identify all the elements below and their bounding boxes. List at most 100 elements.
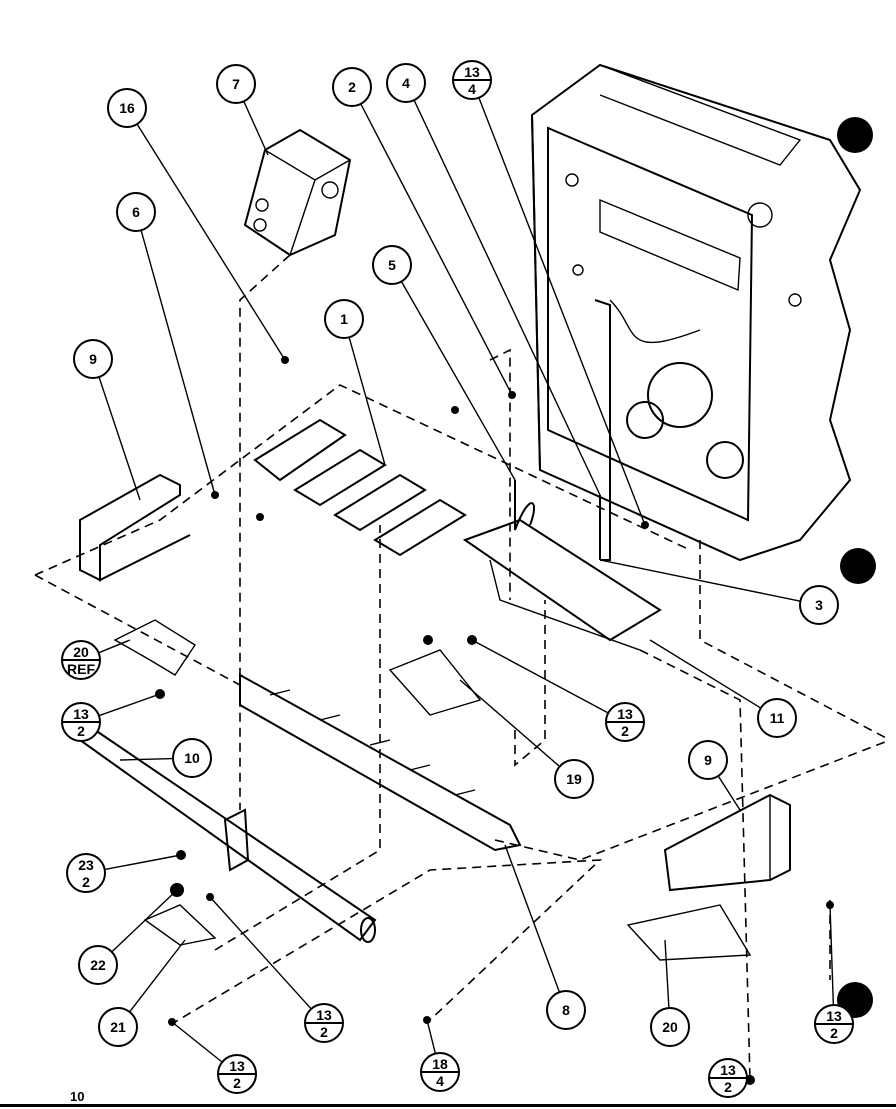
leader-line (471, 639, 609, 714)
callout-numerator: 23 (78, 857, 94, 873)
callout-number: 9 (89, 351, 97, 367)
callout-numerator: 13 (229, 1058, 245, 1074)
callout-circle (650, 1007, 690, 1047)
leader-line (140, 230, 216, 496)
leader-line (599, 559, 801, 602)
callout-13-2-a: 132 (61, 693, 161, 742)
leader-line (348, 337, 386, 466)
callout-circle (116, 192, 156, 232)
leader-line (98, 376, 141, 501)
callout-circle (546, 990, 586, 1030)
leader-line (171, 1021, 223, 1063)
callout-8: 8 (504, 844, 586, 1030)
leader-line (136, 123, 286, 361)
reference-dots (837, 117, 876, 1018)
callout-circle (107, 88, 147, 128)
callout-number: 19 (566, 771, 582, 787)
callout-number: 5 (388, 257, 396, 273)
callout-number: 2 (348, 79, 356, 95)
callout-number: 8 (562, 1002, 570, 1018)
callout-circle (757, 698, 797, 738)
callout-denominator: 2 (77, 723, 85, 739)
dispenser-housing (530, 63, 862, 562)
callout-number: 3 (815, 597, 823, 613)
callout-circle (78, 945, 118, 985)
bottom-border (0, 1104, 896, 1107)
callout-11: 11 (649, 639, 797, 738)
callout-9-right: 9 (688, 740, 741, 811)
callout-13-2-c: 132 (209, 896, 344, 1043)
alignment-lines (34, 254, 891, 1081)
callout-19: 19 (459, 679, 594, 799)
callout-number: 16 (119, 100, 135, 116)
leader-line (243, 101, 269, 156)
leader-line (98, 693, 161, 717)
callout-22: 22 (78, 889, 178, 985)
mounting-plate (462, 299, 662, 651)
leader-line (104, 854, 182, 871)
callout-circle (372, 245, 412, 285)
callout-numerator: 13 (464, 64, 480, 80)
callout-denominator: 4 (436, 1073, 444, 1089)
leader-line (119, 757, 174, 761)
callout-denominator: 2 (724, 1079, 732, 1095)
callout-2: 2 (332, 67, 513, 396)
callout-number: 1 (340, 311, 348, 327)
callout-18-4: 184 (420, 1019, 460, 1092)
callout-denominator: 4 (468, 81, 476, 97)
callout-circle (332, 67, 372, 107)
leader-line (209, 896, 312, 1010)
callout-4: 4 (386, 63, 601, 496)
callout-13-2-d: 132 (171, 1021, 257, 1094)
callout-7: 7 (216, 64, 269, 156)
callout-number: 10 (184, 750, 200, 766)
callout-21: 21 (98, 939, 186, 1047)
callout-number: 11 (770, 710, 785, 726)
callout-numerator: 20 (73, 644, 89, 660)
leader-line (360, 103, 513, 396)
callout-denominator: 2 (233, 1075, 241, 1091)
callout-circle (554, 759, 594, 799)
leader-line (478, 97, 646, 526)
leader-line (111, 889, 178, 953)
callout-denominator: 2 (621, 723, 629, 739)
callout-13-2-b: 132 (471, 639, 645, 742)
callout-circle (172, 738, 212, 778)
callout-circle (799, 585, 839, 625)
callout-denominator: 2 (830, 1025, 838, 1041)
leader-line (98, 639, 131, 654)
callout-number: 4 (402, 75, 410, 91)
callout-number: 21 (110, 1019, 126, 1035)
callout-denominator: 2 (320, 1024, 328, 1040)
left-bracket (79, 473, 191, 582)
callout-number: 22 (90, 957, 106, 973)
fasteners (155, 356, 834, 1085)
callout-number: 7 (232, 76, 240, 92)
callout-numerator: 13 (316, 1007, 332, 1023)
callout-13-4: 134 (452, 60, 646, 526)
callout-circle (688, 740, 728, 780)
callout-13-2-e: 132 (708, 1058, 751, 1098)
right-bracket (626, 793, 791, 961)
leader-line (717, 775, 741, 811)
callout-numerator: 13 (617, 706, 633, 722)
callout-20: 20 (650, 939, 690, 1047)
callout-numerator: 18 (432, 1056, 448, 1072)
leader-line (504, 844, 561, 993)
callout-number: 6 (132, 204, 140, 220)
callout-13-2-f: 132 (814, 904, 854, 1044)
callout-6: 6 (116, 192, 216, 496)
control-box (243, 128, 352, 257)
callout-23-2: 232 (66, 853, 182, 893)
callout-3: 3 (599, 559, 839, 625)
leader-line (129, 939, 186, 1013)
callout-9-left: 9 (73, 339, 141, 501)
dispenser-tube (78, 728, 377, 943)
callout-numerator: 13 (720, 1062, 736, 1078)
callout-16: 16 (107, 88, 286, 361)
insulation-pads (113, 619, 482, 946)
callout-10: 10 (119, 738, 212, 778)
